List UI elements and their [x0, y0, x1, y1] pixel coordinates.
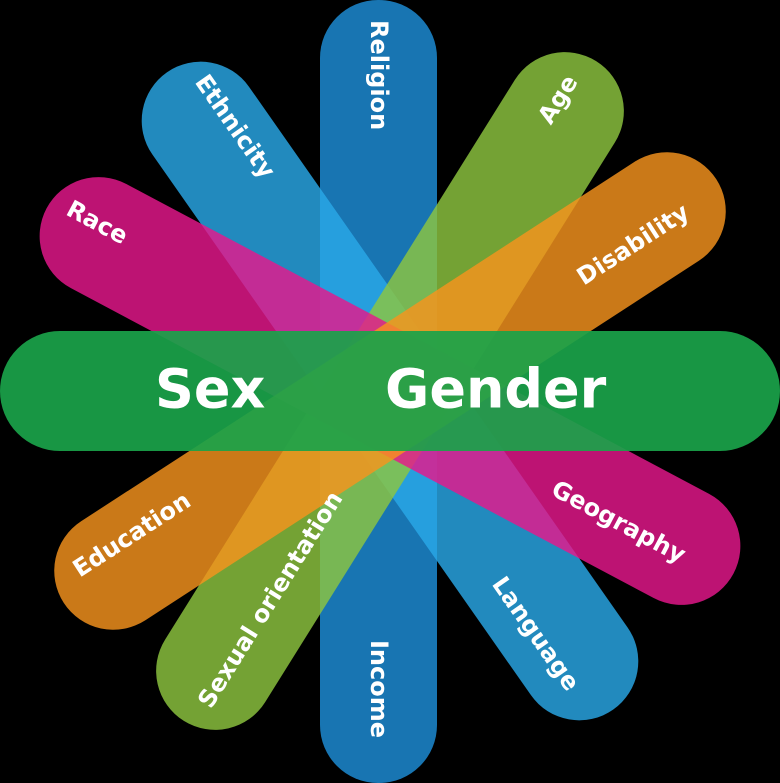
label-sex: Sex: [155, 358, 266, 421]
label-religion: Religion: [365, 20, 393, 130]
label-gender: Gender: [385, 358, 607, 421]
center-band-sex-gender: [0, 331, 780, 451]
band-sex-gender: [0, 331, 780, 451]
label-income: Income: [365, 640, 393, 738]
